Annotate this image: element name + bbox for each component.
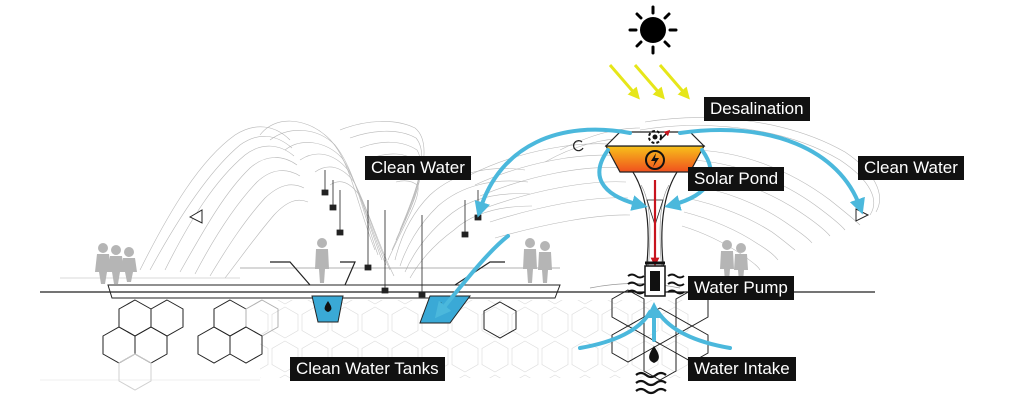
- waves-icon: [627, 273, 685, 295]
- waves-icon: [635, 371, 667, 395]
- person-icon: [108, 245, 124, 284]
- gear-icon: [648, 130, 662, 144]
- label-water-pump: Water Pump: [688, 276, 794, 300]
- person-icon: [315, 238, 329, 283]
- canopy-tip-right: [855, 208, 870, 222]
- label-solar-pond: Solar Pond: [688, 167, 785, 191]
- hanging-lamp-icon: [381, 210, 389, 294]
- flow-arrow-intake-left: [578, 310, 652, 350]
- clean-water-tank-left: [311, 295, 344, 323]
- label-desalination: Desalination: [704, 97, 810, 121]
- person-icon: [121, 247, 137, 282]
- canopy-structure: [139, 117, 880, 279]
- small-return-icon: [573, 140, 584, 152]
- lightning-icon: [645, 150, 665, 170]
- hanging-lamp-icon: [336, 190, 344, 236]
- person-icon: [720, 240, 734, 282]
- hanging-lamp-icon: [329, 180, 337, 211]
- flow-arrow-clean-water-right: [678, 128, 865, 215]
- person-icon: [95, 243, 111, 284]
- label-clean-water-right: Clean Water: [858, 156, 964, 180]
- hex-cluster: [102, 289, 709, 391]
- label-clean-water-left: Clean Water: [365, 156, 471, 180]
- label-water-intake: Water Intake: [688, 357, 796, 381]
- person-icon: [523, 238, 537, 283]
- canopy-tip-left: [188, 209, 203, 224]
- sun-ray-arrows: [608, 64, 690, 100]
- hanging-lamps: [321, 170, 482, 298]
- water-drop-icon: [649, 346, 659, 363]
- hanging-lamp-icon: [321, 170, 329, 196]
- pump-icon: [644, 261, 666, 297]
- sun-icon: [628, 5, 678, 55]
- flow-arrow-pond-left: [597, 148, 648, 211]
- water-flow-arrows: [434, 127, 865, 350]
- water-drop-icon: [324, 301, 332, 312]
- person-icon: [538, 241, 552, 283]
- person-icon: [734, 243, 748, 282]
- label-clean-water-tanks: Clean Water Tanks: [290, 357, 445, 381]
- people-silhouettes: [95, 238, 748, 284]
- hanging-lamp-icon: [461, 200, 469, 238]
- flow-arrow-clean-water-left: [474, 127, 632, 218]
- flow-arrow-intake-right: [656, 310, 732, 350]
- small-arrow-icon: [659, 129, 671, 141]
- flow-arrow-tank-right: [434, 234, 510, 319]
- hanging-lamp-icon: [364, 200, 372, 271]
- hanging-lamp-icon: [418, 215, 426, 298]
